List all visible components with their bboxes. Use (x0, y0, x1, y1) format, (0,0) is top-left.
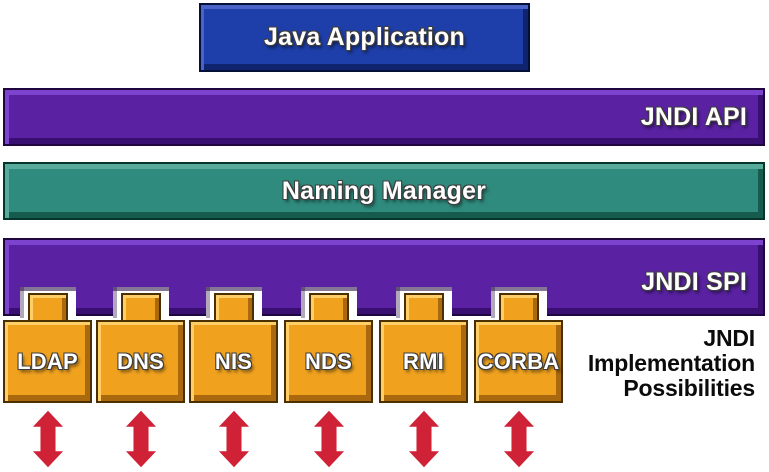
connector-tab (213, 293, 254, 325)
jndi-api-label: JNDI API (640, 102, 747, 131)
jndi-api-bar: JNDI API (3, 88, 765, 146)
java-application-label: Java Application (264, 23, 465, 51)
provider-block: DNS (96, 320, 185, 403)
provider-label: LDAP (17, 348, 78, 374)
double-arrow-icon (218, 410, 249, 468)
provider-label: NIS (214, 348, 253, 374)
double-arrow-icon (313, 410, 344, 468)
connector-tab (120, 293, 161, 325)
naming-manager-bar: Naming Manager (3, 162, 765, 220)
naming-manager-label: Naming Manager (281, 176, 487, 205)
provider-dns: DNS (96, 0, 185, 472)
double-arrow-icon (125, 410, 156, 468)
provider-label: DNS (116, 348, 165, 374)
provider-nds: NDS (284, 0, 373, 472)
connector-tab (308, 293, 349, 325)
connector-tab (498, 293, 539, 325)
double-arrow-icon (408, 410, 439, 468)
double-arrow-icon (32, 410, 63, 468)
provider-block: NIS (189, 320, 278, 403)
implementation-note-line: Implementation (587, 350, 755, 376)
provider-nis: NIS (189, 0, 278, 472)
provider-block: CORBA (474, 320, 563, 403)
connector-tab (27, 293, 68, 325)
provider-ldap: LDAP (3, 0, 92, 472)
provider-rmi: RMI (379, 0, 468, 472)
provider-label: RMI (403, 348, 444, 374)
java-application-box: Java Application (199, 3, 530, 72)
provider-block: NDS (284, 320, 373, 403)
provider-label: CORBA (477, 348, 560, 374)
connector-tab (403, 293, 444, 325)
double-arrow-icon (503, 410, 534, 468)
implementation-possibilities-note: JNDI Implementation Possibilities (588, 326, 755, 401)
implementation-note-line: JNDI (703, 325, 755, 351)
provider-label: NDS (304, 348, 353, 374)
jndi-spi-label: JNDI SPI (641, 267, 747, 296)
provider-block: RMI (379, 320, 468, 403)
provider-block: LDAP (3, 320, 92, 403)
provider-corba: CORBA (474, 0, 563, 472)
implementation-note-line: Possibilities (623, 375, 755, 401)
